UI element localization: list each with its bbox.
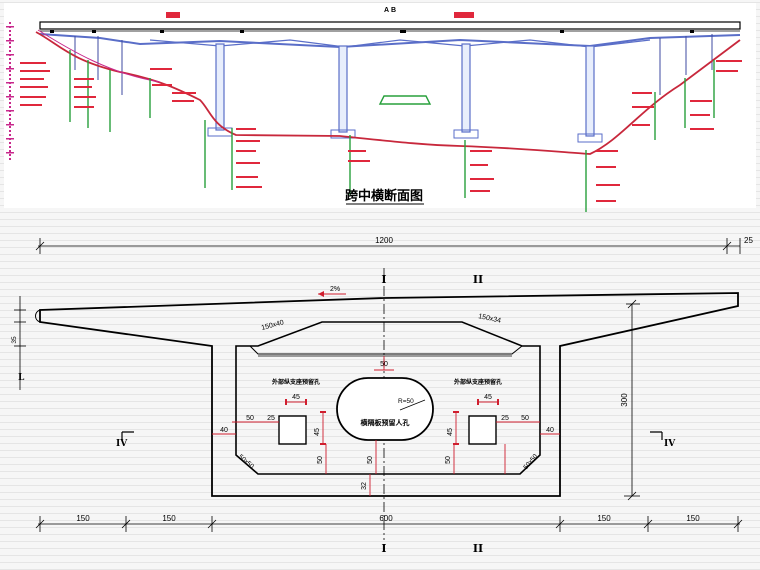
dim-1200: 1200 [375,236,393,245]
slope-label: 2% [330,286,340,293]
web-right: 40 [546,427,554,434]
side-mark-right-arrow [650,431,663,440]
left-block-side: 25 [267,415,275,422]
cut-mark-top-1: I [381,273,386,286]
bottom-slab: 32 [361,482,368,490]
girder-haunch [149,39,651,48]
haunch-left: 150x40 [261,319,285,332]
dim-25: 25 [744,236,753,245]
left-vent-box [278,415,307,445]
mark-a: A [384,7,389,14]
top-slab-inner [249,345,523,355]
bottom-dim-3: 600 [379,514,393,523]
fillet-right: 50x50 [522,453,539,471]
section-outline [39,292,739,497]
left-mark-35: 35 [11,336,18,344]
box-girder-section: 1200 25 横隔板预留人孔 R=50 外部纵支座预留孔 外部纵支座预留孔 [11,236,753,555]
left-block-height: 45 [314,428,321,436]
right-vent-label: 外部纵支座预留孔 [453,378,502,386]
ground-line [35,31,741,155]
right-block-height: 45 [447,428,454,436]
cut-mark-top-2: II [473,273,483,286]
red-dimensions [212,356,560,496]
bottom-dim-2: 150 [162,514,176,523]
elevation-panel [4,3,756,208]
center-height: 50 [367,456,374,464]
cut-mark-bottom-2: II [473,542,483,555]
pier-4 [577,45,603,143]
radius-leader [399,399,426,411]
pier-2 [330,45,356,139]
bottom-dim-4: 150 [597,514,611,523]
side-mark-left-arrow [121,431,134,440]
manhole-label: 横隔板预留人孔 [361,418,410,427]
abutment-piles [74,34,713,95]
cantilever-tip [35,309,41,323]
web-left: 40 [220,427,228,434]
side-mark-left: IV [116,439,128,449]
right-vent-box [468,415,497,445]
fillet-left: 50x50 [237,453,255,470]
left-block-top: 45 [292,394,300,401]
bottom-dim-1: 150 [76,514,90,523]
top-dimension [35,238,741,254]
right-block-bottom: 50 [445,456,452,464]
top-slab-50: 50 [380,361,388,368]
manhole-opening [336,377,434,441]
slope-arrowhead [318,291,324,297]
radius-label: R=50 [398,398,414,405]
elevation-ruler-ticks [6,26,14,154]
right-block-side: 50 [521,415,529,422]
ground-line-2 [37,29,161,83]
right-block-left: 25 [501,415,509,422]
left-block-bottom: 50 [317,456,324,464]
bottom-dimension [35,516,743,532]
left-mark-l: L [18,373,25,383]
left-vent-label: 外部纵支座预留孔 [271,378,320,386]
height-dimension [624,299,640,501]
side-mark-right: IV [664,439,676,449]
deck-markers [50,30,694,33]
left-edge-dims [14,296,26,390]
elevation-title: 跨中横断面图 [345,188,423,204]
bottom-dim-5: 150 [686,514,700,523]
geology-notes [20,12,742,202]
pier-3 [453,43,479,139]
right-block-top: 45 [484,394,492,401]
web-lines [235,346,541,455]
red-dimension-ticks [285,399,499,445]
haunch-right: 150x34 [478,313,502,325]
borehole-columns [69,50,715,212]
mark-b: B [391,7,396,14]
centre-marker [378,95,432,105]
height-300: 300 [620,393,629,407]
cut-mark-bottom-1: I [381,542,386,555]
left-block-left: 50 [246,415,254,422]
deck-line [39,21,741,30]
bridge-elevation: A B 跨中横断面图 [4,3,756,212]
